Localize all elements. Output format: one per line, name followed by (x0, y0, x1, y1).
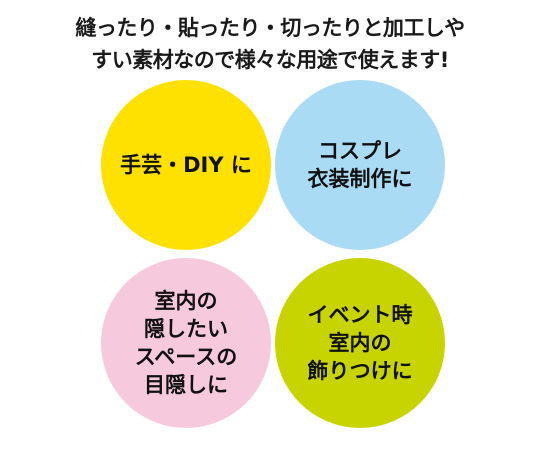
use-label-line: 室内の (328, 331, 392, 355)
use-label-line: 飾りつけに (307, 359, 413, 383)
headline: 縫ったり・貼ったり・切ったりと加工しや すい素材なので様々な用途で使えます! (0, 12, 540, 76)
use-label-line: スペースの (134, 345, 238, 369)
use-label-line: コスプレ (318, 139, 402, 163)
headline-line-1: 縫ったり・貼ったり・切ったりと加工しや (75, 16, 465, 40)
use-circle-event-decoration: イベント時 室内の 飾りつけに (275, 258, 445, 428)
use-label-line: 目隠しに (143, 373, 228, 397)
use-label-line: 隠したい (143, 317, 228, 341)
use-label-line: イベント時 (307, 303, 413, 327)
use-circle-blindfold: 室内の 隠したい スペースの 目隠しに (101, 258, 271, 428)
use-label-line: 手芸・DIY に (120, 153, 252, 177)
use-circle-crafts-diy: 手芸・DIY に (101, 80, 271, 250)
use-label-line: 室内の (154, 289, 218, 313)
use-label-line: 衣装制作に (307, 167, 413, 191)
headline-line-2: すい素材なので様々な用途で使えます! (91, 48, 449, 72)
use-circle-cosplay: コスプレ 衣装制作に (275, 80, 445, 250)
